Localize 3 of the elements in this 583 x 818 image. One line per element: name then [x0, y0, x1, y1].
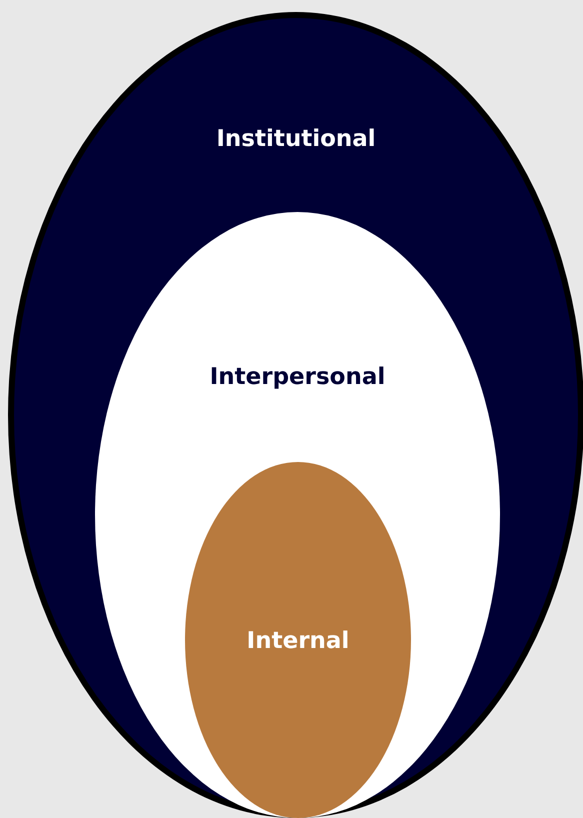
ellipse-label: Interpersonal [208, 363, 386, 391]
ellipse-label: Internal [246, 627, 350, 655]
ellipse-label: Institutional [215, 125, 377, 153]
